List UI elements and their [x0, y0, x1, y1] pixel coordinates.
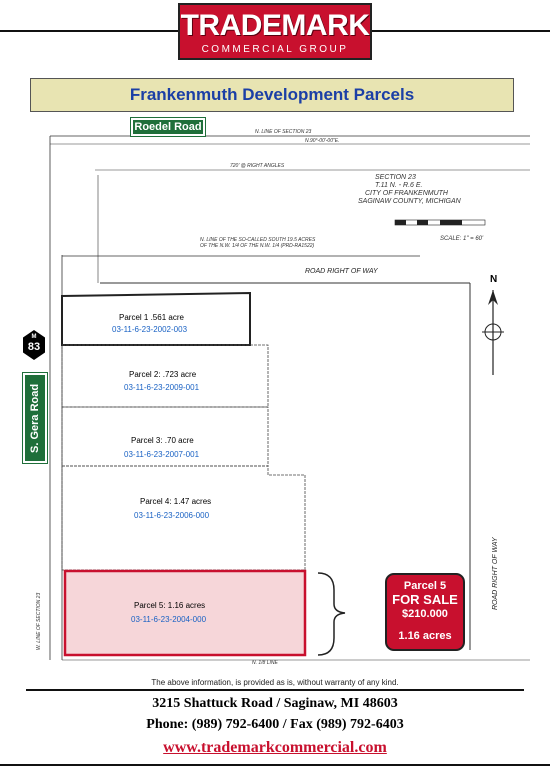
parcel-3-label: Parcel 3: .70 acre	[131, 436, 194, 445]
for-sale-badge[interactable]: Parcel 5 FOR SALE $210.000 1.16 acres	[385, 573, 465, 651]
website-link[interactable]: www.trademarkcommercial.com	[163, 739, 387, 756]
parcel-5-label: Parcel 5: 1.16 acres	[134, 601, 205, 610]
shield-number: 83	[27, 341, 41, 353]
parcel-2-label: Parcel 2: .723 acre	[129, 370, 197, 379]
road-right-of-way-label: ROAD RIGHT OF WAY	[305, 268, 379, 275]
address: 3215 Shattuck Road / Saginaw, MI 48603	[152, 696, 398, 711]
page-title: Frankenmuth Development Parcels	[30, 78, 514, 112]
shield-letter: M	[31, 334, 37, 340]
parcel-5-id: 03-11-6-23-2004-000	[131, 615, 207, 624]
parcel-4-outline[interactable]	[61, 465, 306, 571]
parcel-3-id: 03-11-6-23-2007-001	[124, 450, 200, 459]
roedel-road-sign: Roedel Road	[130, 117, 206, 137]
eighth-line-label: N. 1/8 LINE	[252, 660, 279, 666]
north-label: N	[490, 274, 497, 285]
scale-bar	[394, 219, 486, 226]
for-sale-heading: FOR SALE	[392, 592, 458, 607]
for-sale-acres: 1.16 acres	[398, 630, 452, 642]
section-line-label: N. LINE OF SECTION 23	[255, 129, 312, 135]
scale-label: SCALE: 1" = 60'	[440, 236, 484, 242]
parcel-2-id: 03-11-6-23-2009-001	[124, 383, 200, 392]
section-bearing-label: N.90°-00'-00"E.	[305, 138, 339, 144]
logo-sub-text: COMMERCIAL GROUP	[201, 44, 349, 55]
phone-fax: Phone: (989) 792-6400 / Fax (989) 792-64…	[146, 717, 404, 732]
logo-main-text: TRADEMARK	[180, 9, 370, 42]
footer-rule	[26, 689, 524, 691]
so-called-line-label: N. LINE OF THE SO-CALLED SOUTH 19.5 ACRE…	[200, 237, 316, 243]
parcel-4-id: 03-11-6-23-2006-000	[134, 511, 210, 520]
disclaimer: The above information, is provided as is…	[151, 678, 399, 687]
for-sale-price: $210.000	[402, 608, 448, 620]
parcel-5-brace	[317, 572, 346, 656]
county-label: SAGINAW COUNTY, MICHIGAN	[358, 198, 462, 205]
parcel-4-label: Parcel 4: 1.47 acres	[140, 497, 211, 506]
city-label: CITY OF FRANKENMUTH	[365, 190, 449, 197]
s-gera-road-sign: S. Gera Road	[22, 372, 48, 464]
township-label: T.11 N. - R.6 E.	[375, 182, 423, 189]
west-line-label: W. LINE OF SECTION 23	[36, 593, 42, 650]
north-arrow-icon	[482, 290, 504, 375]
parcel-1-id: 03-11-6-23-2002-003	[112, 325, 188, 334]
for-sale-parcel: Parcel 5	[403, 580, 447, 592]
right-angles-label: 720' @ RIGHT ANGLES	[230, 163, 285, 169]
road-right-of-way-vertical-label: ROAD RIGHT OF WAY	[492, 536, 499, 610]
footer-rule-bottom	[0, 764, 550, 766]
section-label: SECTION 23	[375, 174, 416, 181]
parcel-5-highlight[interactable]	[63, 569, 307, 657]
parcel-1-label: Parcel 1 .561 acre	[119, 313, 184, 322]
m83-shield-icon: M 83	[23, 330, 45, 360]
so-called-line-label-2: OF THE N.W. 1/4 OF THE N.W. 1/4 (PRD-RA1…	[200, 243, 315, 249]
trademark-logo[interactable]: TRADEMARK COMMERCIAL GROUP	[178, 3, 372, 60]
